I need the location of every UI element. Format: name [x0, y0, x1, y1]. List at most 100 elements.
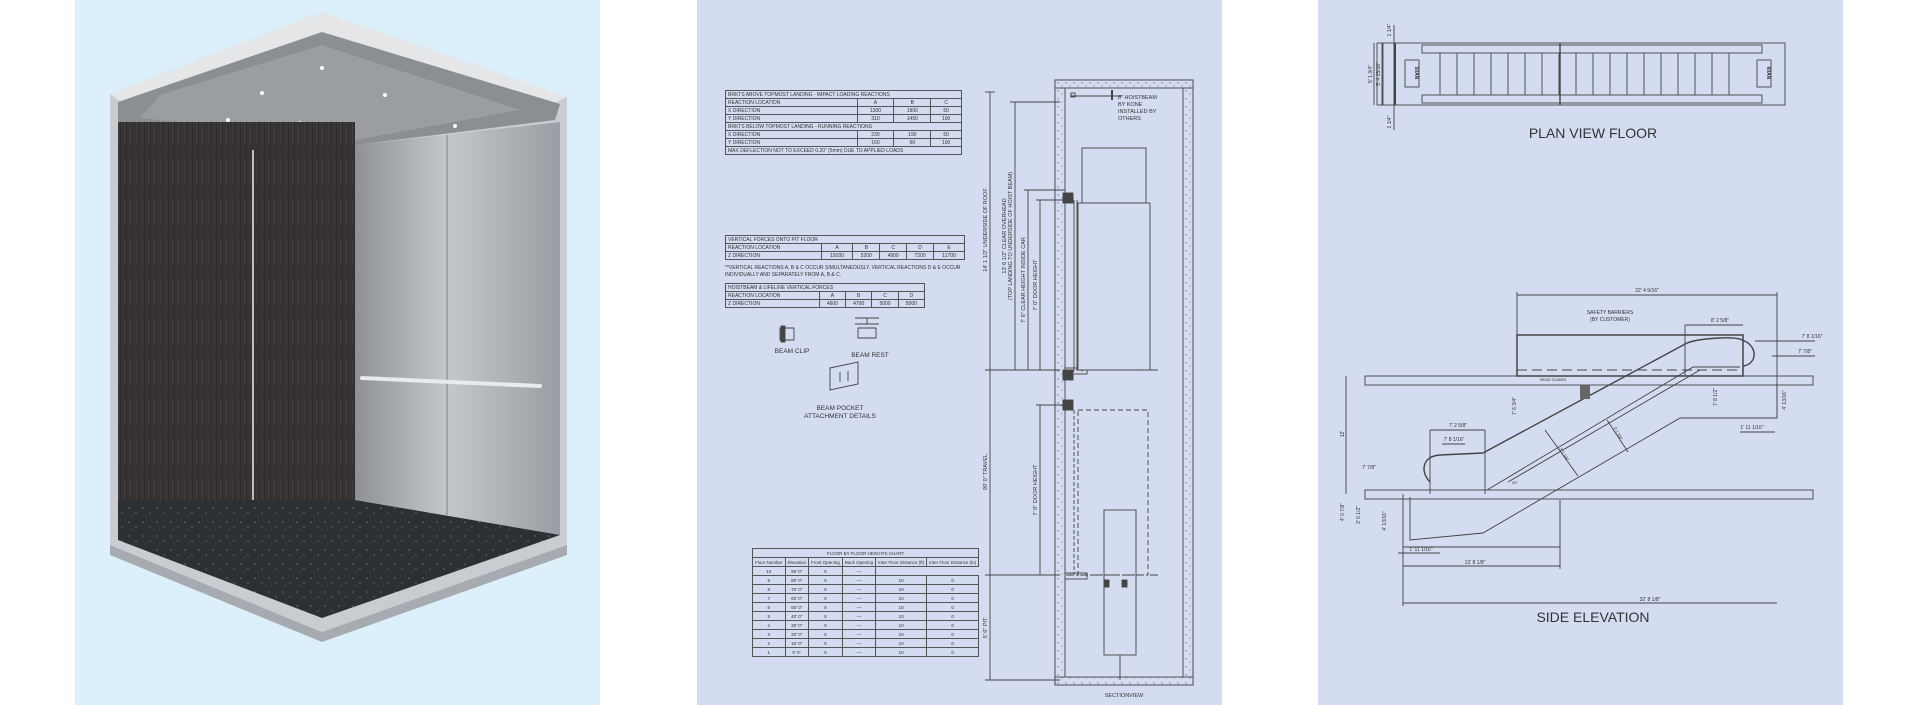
- dim-rise: 12': [1340, 431, 1346, 438]
- cell: D: [897, 291, 926, 300]
- wood-back-wall: [118, 122, 355, 500]
- cell: Elevation: [784, 557, 810, 567]
- angle-label: 30°: [1512, 480, 1518, 485]
- cell: X: [808, 647, 843, 657]
- dim-lower-h: 7' 7/8": [1362, 465, 1376, 471]
- dim-lower-span: 13' 8 1/8": [1465, 560, 1486, 566]
- cell: —: [841, 638, 877, 648]
- table-note: MAX DEFLECTION NOT TO EXCEED 0.20" (5mm)…: [725, 146, 962, 155]
- cell: 4: [752, 620, 786, 630]
- attachment-details-label: ATTACHMENT DETAILS: [804, 413, 876, 420]
- plan-view-labels: 50AN 60AN 1 1/4" 1 1/4" 5' 1 3/4" 5' 4 1…: [1368, 23, 1771, 141]
- plan-box-right: 60AN: [1765, 67, 1771, 80]
- cell: 100: [930, 138, 962, 147]
- cell: 70' 0": [784, 584, 810, 594]
- hoistbeam-label: BY KONE: [1118, 102, 1143, 108]
- cell: 30' 0": [784, 620, 810, 630]
- plan-box-left: 50AN: [1413, 67, 1419, 80]
- cell: 1900: [893, 106, 932, 115]
- cell: —: [841, 575, 877, 585]
- dim-upper-pit-h: 7' 8 1/2": [1713, 388, 1719, 406]
- dim-top-span: 22' 4 9/16": [1635, 288, 1659, 294]
- cell: Y DIRECTION: [725, 138, 858, 147]
- cell: 0: [926, 629, 980, 639]
- dim-total-span: 32' 8 1/8": [1640, 597, 1661, 603]
- dim-clear-height: 7' 6" CLEAR HEIGHT INSIDE CAR: [1021, 237, 1027, 323]
- beam-clip-label: BEAM CLIP: [774, 348, 810, 355]
- beam-pocket-label: BEAM POCKET: [816, 405, 864, 412]
- safety-barriers-sub: (BY CUSTOMER): [1590, 317, 1630, 323]
- beam-detail-sketches: [779, 317, 879, 391]
- cell: 190: [893, 130, 932, 139]
- cell: X: [808, 638, 843, 648]
- cell: 2: [752, 638, 786, 648]
- cell: Front Opening: [808, 557, 843, 567]
- escalator-plan-view: [1373, 25, 1786, 130]
- dim-overhead: 13' 6 1/2" CLEAR OVERHEAD: [1002, 198, 1008, 273]
- cell: Back Opening: [841, 557, 877, 567]
- cell: 6: [752, 602, 786, 612]
- cell: —: [841, 566, 877, 576]
- hoistbeam-label: OTHERS: [1118, 116, 1141, 122]
- cell: 10: [752, 566, 786, 576]
- cell: D: [906, 243, 934, 252]
- head-guard-label: HEAD GUARD: [1540, 377, 1567, 382]
- header-cell: B: [893, 98, 932, 107]
- side-elevation-labels: 22' 4 9/16" SAFETY BARRIERS (BY CUSTOMER…: [1340, 288, 1823, 625]
- cell: A: [818, 291, 847, 300]
- cell: 0: [926, 593, 980, 603]
- cell: 60' 0": [784, 593, 810, 603]
- cell: 100: [930, 114, 962, 123]
- dim-lower-pit-d2: 3' 6 1/2": [1356, 506, 1362, 524]
- handrail: [360, 376, 542, 388]
- cell: 20' 0": [784, 629, 810, 639]
- cell: C: [879, 243, 908, 252]
- elevator-section-labels: 8" HOISTBEAM BY KONE INSTALLED BY OTHERS…: [983, 95, 1157, 699]
- header-cell: REACTION LOCATION: [725, 98, 858, 107]
- cell: 80' 0": [784, 575, 810, 585]
- cell: Floor Number: [752, 557, 786, 567]
- floor-heights-chart: FLOOR BY FLOOR HEIGHTS CHART Floor Numbe…: [751, 548, 980, 657]
- cell: Z DIRECTION: [725, 299, 820, 308]
- hoistbeam-label: INSTALLED BY: [1118, 109, 1157, 115]
- cell: [927, 567, 979, 576]
- cell: 5000: [871, 299, 899, 308]
- dim-upper-pit-w: 1' 11 1/16": [1740, 425, 1763, 431]
- table-title: BRKTS ABOVE TOPMOST LANDING - IMPACT LOA…: [725, 90, 962, 99]
- dim-truss1: 3' 1 5/8": [1559, 447, 1571, 462]
- dim-lower-pit-w: 1' 11 1/16": [1409, 547, 1432, 553]
- pit-forces-table: VERTICAL FORCES ONTO PIT FLOOR REACTION …: [725, 235, 965, 260]
- cell: 7: [752, 593, 786, 603]
- header-cell: C: [930, 98, 962, 107]
- cell: 5: [752, 611, 786, 621]
- cell: —: [841, 593, 877, 603]
- cell: 9: [752, 575, 786, 585]
- dim-door-upper: 7' 0" DOOR HEIGHT: [1033, 259, 1039, 311]
- dim-travel: 90' 0" TRAVEL: [983, 454, 989, 490]
- cell: 40' 0": [784, 611, 810, 621]
- cell: 10: [875, 584, 928, 594]
- cell: 10: [875, 629, 928, 639]
- cell: 50: [930, 130, 962, 139]
- impact-reactions-table: BRKTS ABOVE TOPMOST LANDING - IMPACT LOA…: [725, 90, 962, 155]
- dim-lower-pit-d3: 4' 13/16": [1382, 511, 1388, 531]
- cell: [876, 567, 927, 576]
- table-title: HOISTBEAM & LIFELINE VERTICAL FORCES: [725, 283, 925, 292]
- pit-forces-note: **VERTICAL REACTIONS A, B & C OCCUR SIMU…: [725, 265, 961, 278]
- dim-overhead-sub: (TOP LANDING TO UNDERSIDE OF HOIST BEAM): [1008, 172, 1014, 300]
- dim-lower-l2: 7' 8 1/16": [1444, 437, 1465, 443]
- cell: 10' 0": [784, 638, 810, 648]
- cell: X DIRECTION: [725, 106, 858, 115]
- cell: X: [808, 602, 843, 612]
- cell: 4900: [879, 251, 908, 260]
- cell: 1450: [893, 114, 932, 123]
